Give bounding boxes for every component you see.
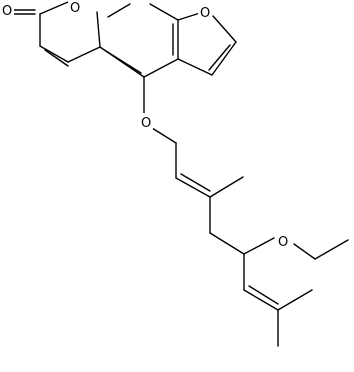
bond xyxy=(67,46,101,63)
ethoxy-oxygen-label: O xyxy=(278,235,288,250)
pyranone-oxygen-label: O xyxy=(70,1,80,16)
aryl-ether-oxygen-label: O xyxy=(141,116,151,131)
bond xyxy=(143,58,179,78)
bond xyxy=(44,49,69,67)
bond xyxy=(180,173,211,192)
bond xyxy=(96,11,101,48)
carbonyl-oxygen-label: O xyxy=(2,4,12,19)
bond xyxy=(212,15,237,43)
bond xyxy=(243,237,275,255)
bond xyxy=(314,239,349,260)
bond xyxy=(209,232,245,255)
bond xyxy=(211,41,237,76)
furan-oxygen-label: O xyxy=(200,6,210,21)
bond xyxy=(39,45,69,63)
bond xyxy=(149,3,179,21)
bond xyxy=(177,12,201,21)
bond xyxy=(39,1,69,15)
bond xyxy=(277,289,313,311)
bond xyxy=(175,177,211,198)
bond xyxy=(243,289,279,311)
bond xyxy=(209,176,244,198)
bond xyxy=(151,127,177,144)
bond xyxy=(107,3,131,18)
bond xyxy=(248,285,279,305)
bond xyxy=(208,44,231,71)
bond xyxy=(105,50,142,74)
bond xyxy=(293,243,316,260)
bond xyxy=(177,58,213,76)
